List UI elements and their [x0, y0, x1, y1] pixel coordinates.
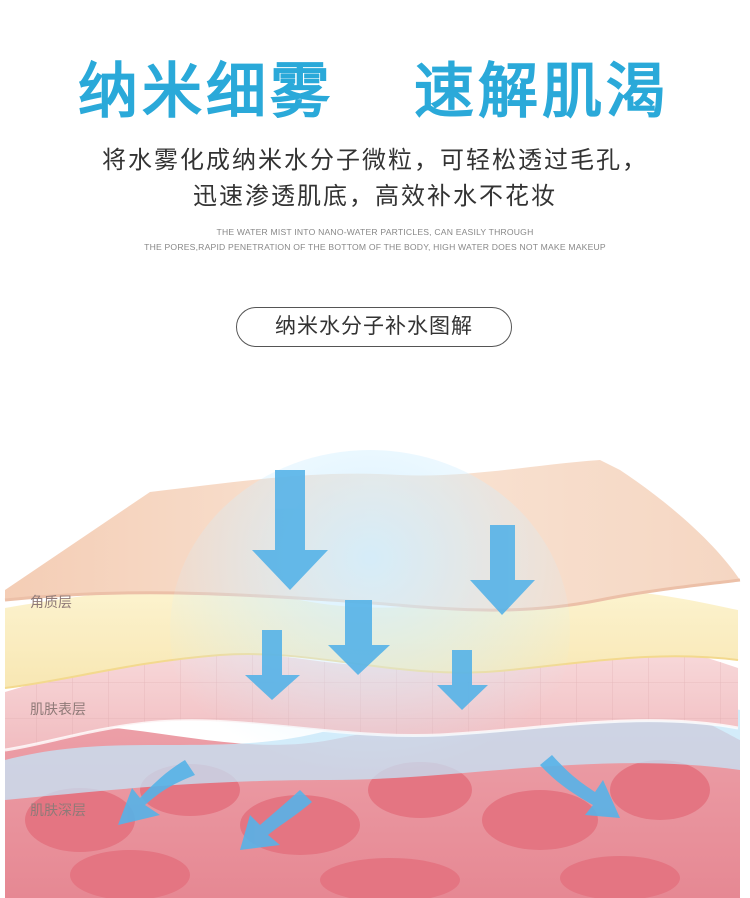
- description-line-1: 将水雾化成纳米水分子微粒，可轻松透过毛孔，: [102, 146, 648, 174]
- layer-label-deep-skin: 肌肤深层: [30, 803, 86, 819]
- headline-right: 速解肌渴: [414, 57, 670, 127]
- arrow-down-5: [437, 650, 488, 710]
- diagram-title-badge: 纳米水分子补水图解: [236, 307, 512, 347]
- layer-label-epidermis: 肌肤表层: [30, 702, 86, 718]
- arrow-curve-right: [540, 755, 620, 818]
- english-caption-line-2: THE PORES,RAPID PENETRATION OF THE BOTTO…: [144, 242, 606, 252]
- penetration-arrows: [118, 470, 620, 850]
- headline-left: 纳米细雾: [78, 57, 334, 127]
- arrow-down-4: [245, 630, 300, 700]
- english-caption-line-1: THE WATER MIST INTO NANO-WATER PARTICLES…: [216, 227, 534, 237]
- layer-label-stratum-corneum: 角质层: [30, 595, 72, 611]
- headline: 纳米细雾 速解肌渴: [0, 52, 750, 132]
- description-line-2: 迅速渗透肌底，高效补水不花妆: [193, 182, 557, 210]
- arrow-down-1: [252, 470, 328, 590]
- arrow-down-3: [328, 600, 390, 675]
- arrow-curve-center: [240, 790, 312, 850]
- arrow-curve-left: [118, 760, 195, 825]
- skin-layers-illustration: [4, 450, 741, 898]
- arrow-down-2: [470, 525, 535, 615]
